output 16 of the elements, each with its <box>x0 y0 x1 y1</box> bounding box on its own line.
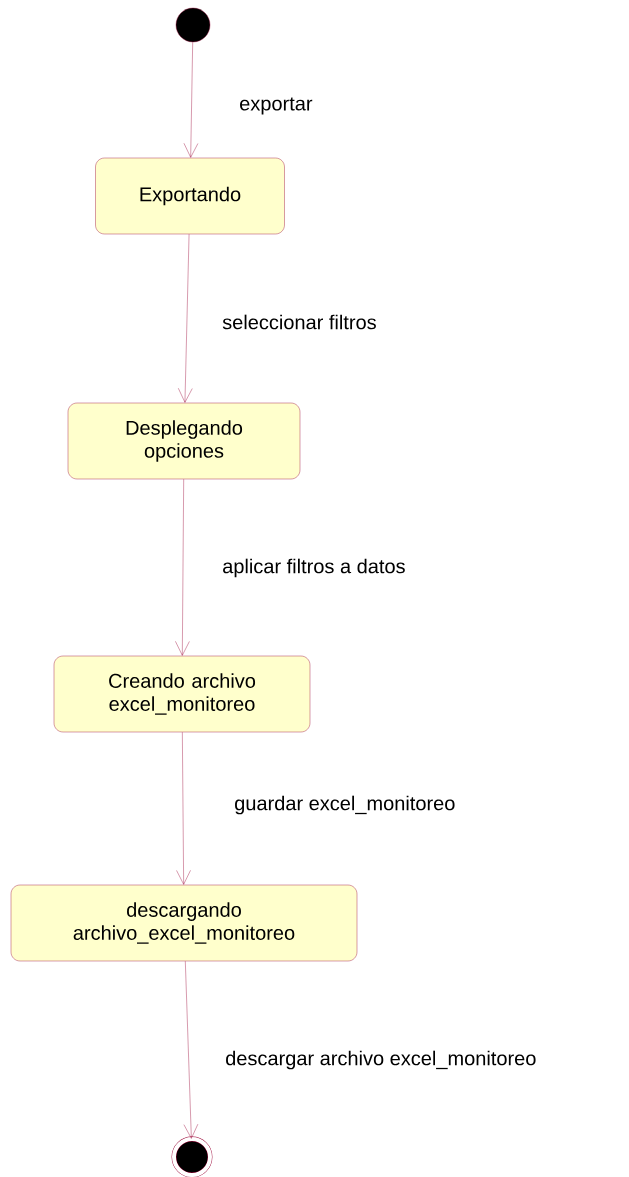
transition-arrow <box>178 234 193 403</box>
state-box: descargando archivo_excel_monitoreo <box>10 884 358 962</box>
transition-arrow <box>175 479 190 656</box>
state-box: Desplegando opciones <box>67 402 301 480</box>
transition-arrow <box>183 42 199 158</box>
edge-label: exportar <box>238 96 314 116</box>
edge-label: aplicar filtros a datos <box>221 557 407 579</box>
state-box: Creando archivo excel_monitoreo <box>53 655 311 733</box>
final-state <box>171 1136 213 1177</box>
transition-arrow <box>176 732 191 885</box>
edge-label: descargar archivo excel_monitoreo <box>224 1049 538 1071</box>
edge-label: guardar excel_monitoreo <box>233 794 457 816</box>
edge-label: seleccionar filtros <box>221 313 378 331</box>
initial-state <box>175 7 211 43</box>
transition-arrow <box>183 961 199 1139</box>
state-box: Exportando <box>95 157 285 235</box>
